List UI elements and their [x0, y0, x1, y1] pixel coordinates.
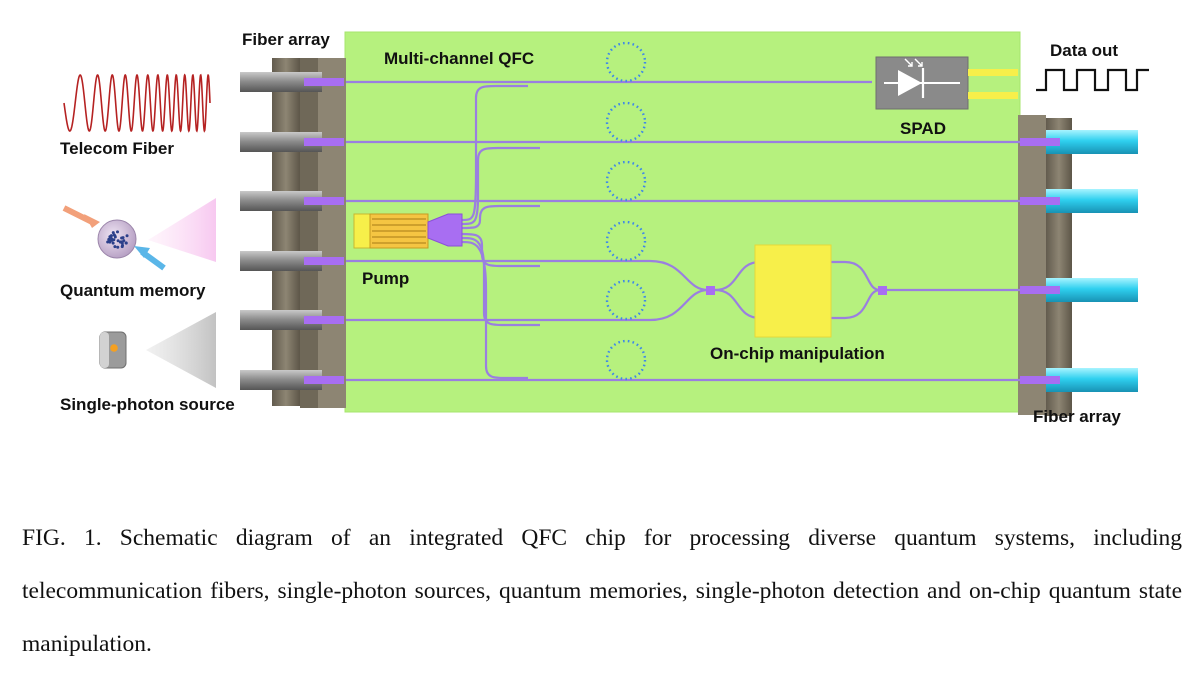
fiber-core-coupler	[1020, 376, 1060, 384]
label-data-out: Data out	[1050, 41, 1118, 60]
input-fiber	[240, 191, 322, 211]
atom-dot	[108, 239, 112, 243]
label-pump: Pump	[362, 269, 409, 288]
atom-dot	[121, 243, 125, 247]
microring-resonator	[605, 279, 647, 321]
atom-dot	[111, 241, 115, 245]
microring-resonator	[605, 339, 647, 381]
qfc-chip-diagram: Fiber array Multi-channel QFC Data out S…	[60, 30, 1149, 426]
right-fiber-array	[1018, 115, 1072, 416]
output-fiber	[1046, 189, 1138, 213]
fiber-core-coupler	[304, 197, 344, 205]
mmi-coupler-right	[878, 286, 887, 295]
mmi-coupler-left	[706, 286, 715, 295]
fiber-core-coupler	[1020, 197, 1060, 205]
atom-dot	[116, 239, 120, 243]
fiber-core-coupler	[1020, 286, 1060, 294]
microring-resonator	[605, 101, 647, 143]
pump-branch-waveguide	[461, 240, 528, 380]
atom-dot	[116, 245, 120, 249]
pump-branch-waveguide	[461, 236, 540, 327]
spad-output-pad	[968, 69, 1018, 76]
atom-dot	[125, 234, 129, 238]
atom-dot	[113, 245, 117, 249]
left-fibers	[240, 72, 344, 390]
on-chip-manipulation-heater	[706, 244, 887, 338]
atom-dot	[122, 239, 126, 243]
label-spad: SPAD	[900, 119, 946, 138]
right-fibers	[1020, 130, 1138, 392]
atom-dot	[106, 240, 110, 244]
fiber-core-coupler	[304, 257, 344, 265]
atom-dot	[112, 233, 116, 237]
label-on-chip-manipulation: On-chip manipulation	[710, 344, 885, 363]
atom-dot	[109, 234, 113, 238]
input-fiber	[240, 72, 322, 92]
bus-waveguide	[346, 259, 709, 292]
input-fiber	[240, 132, 322, 152]
label-telecom-fiber: Telecom Fiber	[60, 139, 174, 158]
output-fiber	[1046, 130, 1138, 154]
fiber-core-coupler	[304, 316, 344, 324]
data-out-waveform	[1036, 68, 1149, 92]
fiber-core-coupler	[304, 138, 344, 146]
label-quantum-memory: Quantum memory	[60, 281, 206, 300]
single-photon-source-icon	[99, 312, 216, 388]
output-fiber	[1046, 368, 1138, 392]
label-fiber-array-right: Fiber array	[1033, 407, 1121, 426]
pump-electrode	[353, 213, 463, 249]
photon-arrows-icon	[904, 58, 923, 67]
microring-array	[605, 41, 647, 381]
atom-dot	[112, 238, 116, 242]
telecom-fiber-wave-icon	[63, 73, 211, 133]
microring-resonator	[605, 41, 647, 83]
microring-resonator	[605, 160, 647, 202]
pump-branch-waveguide	[461, 84, 528, 222]
diagram-canvas: Fiber array Multi-channel QFC Data out S…	[60, 30, 1149, 426]
bus-waveguide	[346, 288, 709, 322]
input-fiber	[240, 370, 322, 390]
atom-dot	[121, 236, 125, 240]
fiber-core-coupler	[304, 78, 344, 86]
atom-dot	[118, 240, 122, 244]
figure-caption: FIG. 1. Schematic diagram of an integrat…	[22, 525, 1182, 657]
microring-resonator	[605, 220, 647, 262]
atom-dot	[111, 231, 115, 235]
atom-dot	[124, 241, 128, 245]
waveguide-network	[346, 80, 1020, 382]
pump-branch-waveguide	[461, 146, 540, 226]
pump-branch-waveguide	[461, 204, 540, 230]
input-fiber	[240, 251, 322, 271]
left-fiber-array	[272, 58, 346, 408]
label-multi-channel-qfc: Multi-channel QFC	[384, 49, 534, 68]
spad-detector	[875, 56, 1018, 110]
label-single-photon-source: Single-photon source	[60, 395, 235, 414]
atom-dot	[115, 230, 119, 234]
fiber-core-coupler	[304, 376, 344, 384]
label-fiber-array-left: Fiber array	[242, 30, 330, 49]
output-fiber	[1046, 278, 1138, 302]
fiber-core-coupler	[1020, 138, 1060, 146]
quantum-memory-icon	[62, 198, 216, 271]
input-fiber	[240, 310, 322, 330]
